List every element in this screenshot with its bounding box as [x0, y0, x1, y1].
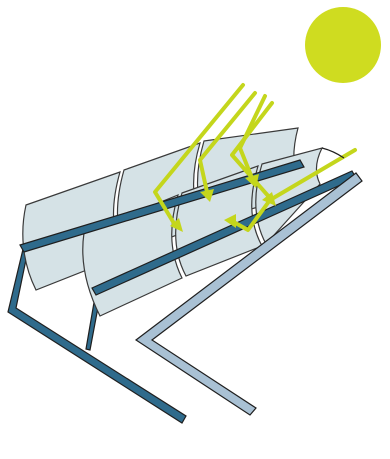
- ray: [230, 101, 274, 200]
- arrowhead: [262, 192, 276, 206]
- receiver-tube-end: [321, 147, 345, 159]
- ray: [238, 94, 267, 180]
- arrowhead: [170, 218, 183, 232]
- front-support-frame: [134, 172, 363, 416]
- sun-icon: [305, 7, 381, 83]
- ray: [153, 83, 245, 227]
- sunlight-ray-arrows: [153, 83, 357, 232]
- ray: [228, 148, 357, 232]
- arrowhead: [200, 189, 214, 202]
- arrowhead: [245, 174, 259, 188]
- ray-arrowheads: [170, 174, 276, 232]
- arrowhead: [224, 214, 236, 228]
- ray: [198, 91, 257, 194]
